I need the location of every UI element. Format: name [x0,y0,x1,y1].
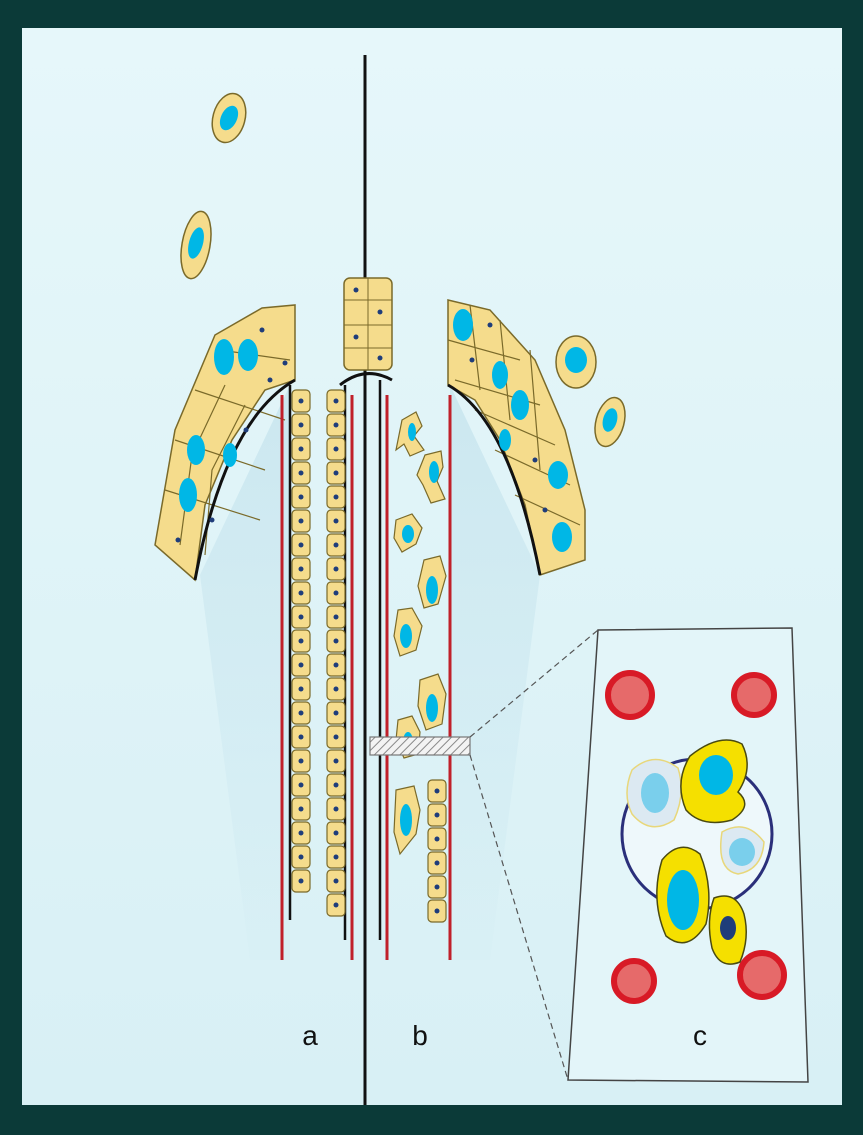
cell-nucleus [334,903,339,908]
cell-nucleus [299,663,304,668]
cell-nucleus [334,855,339,860]
cell-nucleus [334,543,339,548]
cell-nucleus [299,831,304,836]
cell-nucleus [299,735,304,740]
label-c: c [693,1020,707,1051]
cell-nucleus [299,519,304,524]
cell-nucleus [299,615,304,620]
cell-nucleus [299,591,304,596]
cell-nucleus [435,861,440,866]
cell-nucleus [334,879,339,884]
cell-nucleus [334,423,339,428]
cell-nucleus [299,567,304,572]
cell-nucleus [334,567,339,572]
label-b: b [412,1020,428,1051]
cell-nucleus [334,615,339,620]
cell-nucleus [299,471,304,476]
cell-nucleus [435,909,440,914]
top-center-cells [340,278,392,385]
cell-nucleus [334,735,339,740]
label-a: a [302,1020,318,1051]
cell-nucleus [334,495,339,500]
cell-nucleus [334,447,339,452]
cell-nucleus [299,423,304,428]
cell-nucleus [334,663,339,668]
cell-nucleus [299,711,304,716]
cell-nucleus [435,813,440,818]
cell-nucleus [299,495,304,500]
cell-nucleus [299,879,304,884]
cell-nucleus [334,831,339,836]
cell-nucleus [435,837,440,842]
cell-nucleus [299,399,304,404]
cell-nucleus [299,759,304,764]
cell-nucleus [334,519,339,524]
cell-nucleus [299,447,304,452]
cell-nucleus [334,471,339,476]
cell-nucleus [299,687,304,692]
section-slice [370,737,470,755]
cell-nucleus [334,783,339,788]
inset-cross-section [568,628,808,1082]
cell-nucleus [299,783,304,788]
cell-nucleus [435,885,440,890]
cell-nucleus [334,399,339,404]
cell-nucleus [334,591,339,596]
cell-nucleus [334,687,339,692]
cell-nucleus [334,639,339,644]
cell-nucleus [334,759,339,764]
cell-nucleus [299,855,304,860]
cell-nucleus [299,543,304,548]
cell-nucleus [299,639,304,644]
cell-nucleus [334,807,339,812]
cell-nucleus [299,807,304,812]
cell-nucleus [334,711,339,716]
cell-nucleus [435,789,440,794]
